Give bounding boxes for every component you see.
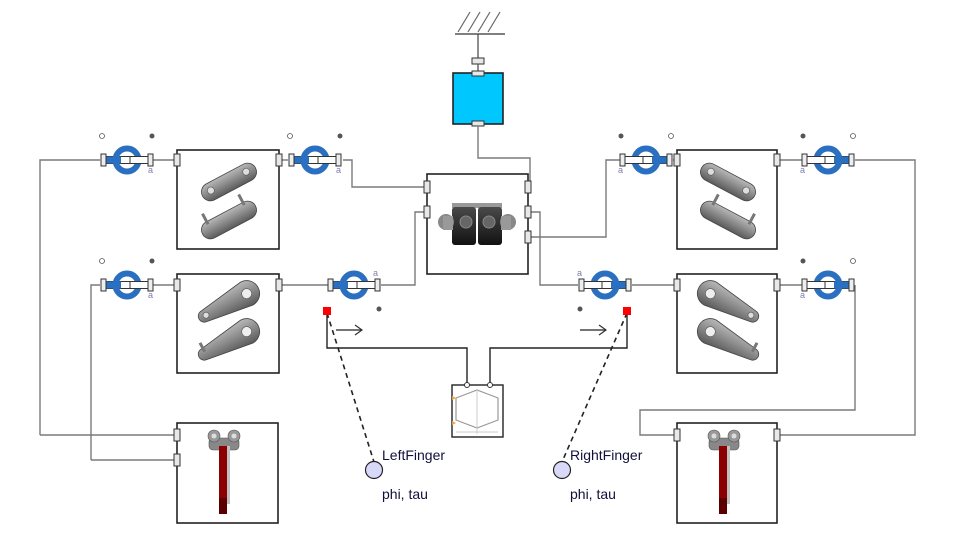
left-inner-upper-joint[interactable]: a: [288, 133, 343, 176]
left-actuated-joint[interactable]: a: [328, 268, 382, 312]
joint-label: a: [148, 290, 153, 300]
left-outer-upper-joint[interactable]: a: [100, 133, 155, 176]
right-outer-lower-joint[interactable]: a: [800, 258, 856, 301]
left-lower-link-block[interactable]: [173, 273, 283, 374]
base-body-block[interactable]: [452, 64, 504, 127]
joint-label: a: [373, 268, 378, 278]
joint-label: a: [618, 165, 623, 175]
gripper-base-block[interactable]: [423, 173, 532, 275]
right-arrow-icon: [580, 324, 608, 336]
connection-wires: [39, 126, 916, 463]
right-finger-port-icon[interactable]: [552, 460, 572, 480]
right-finger-label: RightFinger: [570, 447, 643, 463]
right-finger-interface[interactable]: RightFinger phi, tau: [552, 447, 643, 502]
left-signal-port[interactable]: [323, 307, 331, 315]
joint-label: a: [336, 165, 341, 175]
right-actuated-joint[interactable]: a: [577, 268, 631, 312]
joint-label: a: [800, 165, 805, 175]
left-arrow-icon: [336, 324, 364, 336]
left-upper-link-block[interactable]: [173, 149, 283, 250]
left-finger-port-icon[interactable]: [364, 460, 384, 480]
left-finger-block[interactable]: [173, 422, 279, 524]
joint-label: a: [148, 165, 153, 175]
right-upper-link-block[interactable]: [673, 149, 781, 250]
right-finger-signals: phi, tau: [570, 486, 616, 502]
world-ground-icon[interactable]: [455, 11, 505, 65]
right-signal-port[interactable]: [623, 307, 631, 315]
right-inner-upper-joint[interactable]: a: [618, 133, 674, 176]
controller-icon: [452, 389, 499, 434]
left-finger-label: LeftFinger: [382, 447, 445, 463]
right-lower-link-block[interactable]: [673, 273, 781, 374]
joint-label: a: [577, 268, 582, 278]
joint-label: a: [800, 290, 805, 300]
finger-controller-block[interactable]: [451, 382, 504, 438]
left-finger-interface[interactable]: LeftFinger phi, tau: [364, 447, 446, 502]
right-outer-upper-joint[interactable]: a: [800, 133, 856, 176]
gripper-base-icon: [438, 203, 516, 245]
left-outer-lower-joint[interactable]: a: [100, 258, 155, 301]
left-finger-signals: phi, tau: [382, 486, 428, 502]
right-finger-block[interactable]: [673, 422, 781, 524]
